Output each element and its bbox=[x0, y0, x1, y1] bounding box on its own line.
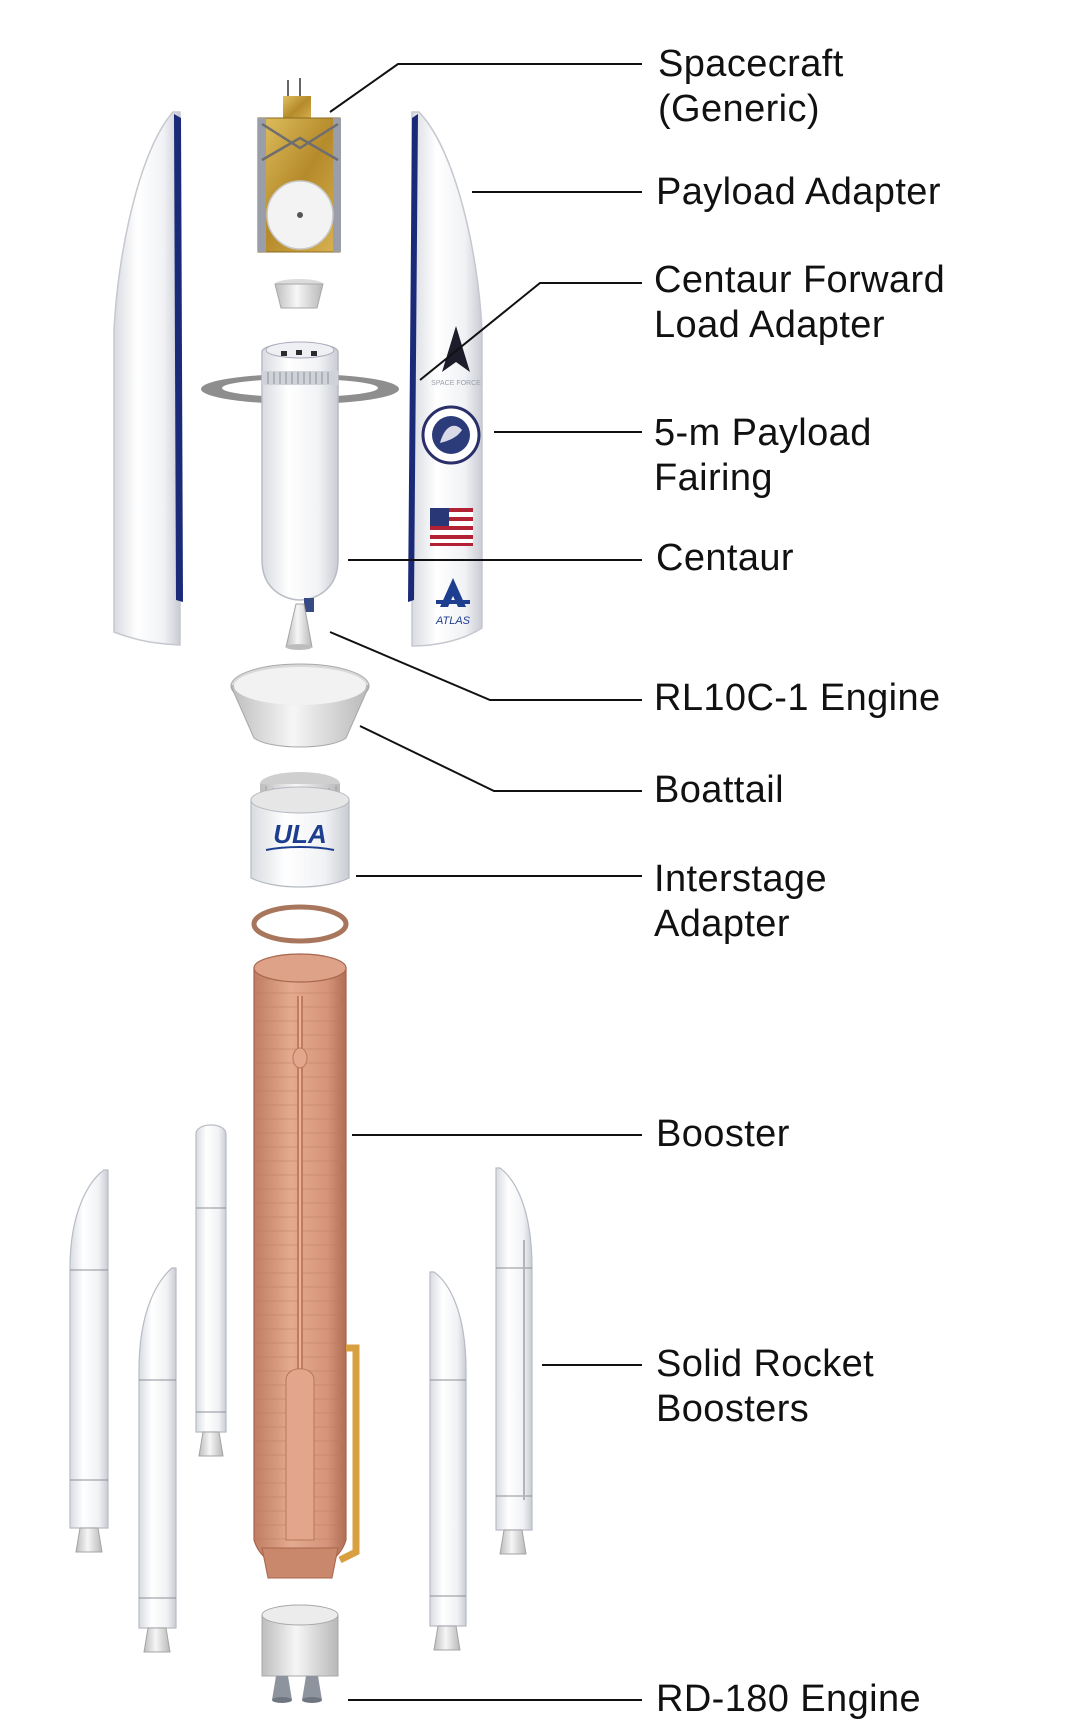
rl10c-1-engine-part bbox=[285, 603, 313, 650]
ula-logo-text: ULA bbox=[273, 819, 326, 849]
rd-180-engine-part bbox=[261, 1604, 339, 1703]
space-force-text: SPACE FORCE bbox=[431, 380, 481, 387]
mission-patch-icon bbox=[421, 405, 481, 465]
label-interstage-adapter: Interstage Adapter bbox=[654, 858, 827, 945]
interstage-adapter-part: ULA bbox=[250, 772, 350, 888]
label-spacecraft: Spacecraft (Generic) bbox=[658, 43, 844, 130]
centaur-stage bbox=[261, 341, 339, 612]
srb-2 bbox=[138, 1267, 177, 1653]
label-rd-180-engine: RD-180 Engine bbox=[656, 1678, 922, 1720]
spacecraft-generic bbox=[257, 78, 341, 253]
atlas-logo-text: ATLAS bbox=[435, 615, 471, 627]
space-force-delta-icon bbox=[442, 326, 470, 372]
label-rl10c-1-engine: RL10C-1 Engine bbox=[654, 677, 941, 719]
srb-4 bbox=[429, 1271, 467, 1651]
label-centaur: Centaur bbox=[656, 537, 794, 579]
interstage-ring-part bbox=[251, 904, 349, 944]
srb-3 bbox=[195, 1124, 227, 1457]
label-solid-rocket-boosters: Solid Rocket Boosters bbox=[656, 1343, 875, 1430]
leader-spacecraft bbox=[329, 63, 642, 113]
srb-1 bbox=[69, 1169, 109, 1553]
payload-fairing-right-half: SPACE FORCE ATLAS bbox=[408, 111, 483, 647]
label-payload-adapter: Payload Adapter bbox=[656, 171, 941, 213]
leader-lines bbox=[329, 63, 642, 1701]
label-centaur-forward-load-adapter: Centaur Forward Load Adapter bbox=[654, 259, 946, 346]
payload-adapter-part bbox=[274, 279, 324, 309]
payload-fairing-left-half bbox=[113, 111, 183, 646]
leader-centaur-fla bbox=[419, 282, 642, 381]
us-flag-icon bbox=[430, 508, 473, 546]
atlas-logo-icon: ATLAS bbox=[435, 578, 471, 627]
leader-rl10c bbox=[329, 631, 642, 701]
leader-boattail bbox=[359, 725, 642, 792]
atlas-booster-core bbox=[253, 953, 360, 1579]
label-booster: Booster bbox=[656, 1113, 790, 1155]
srb-5 bbox=[495, 1167, 533, 1555]
label-payload-fairing: 5-m Payload Fairing bbox=[654, 412, 872, 499]
label-boattail: Boattail bbox=[654, 769, 784, 811]
boattail-part bbox=[230, 663, 370, 748]
